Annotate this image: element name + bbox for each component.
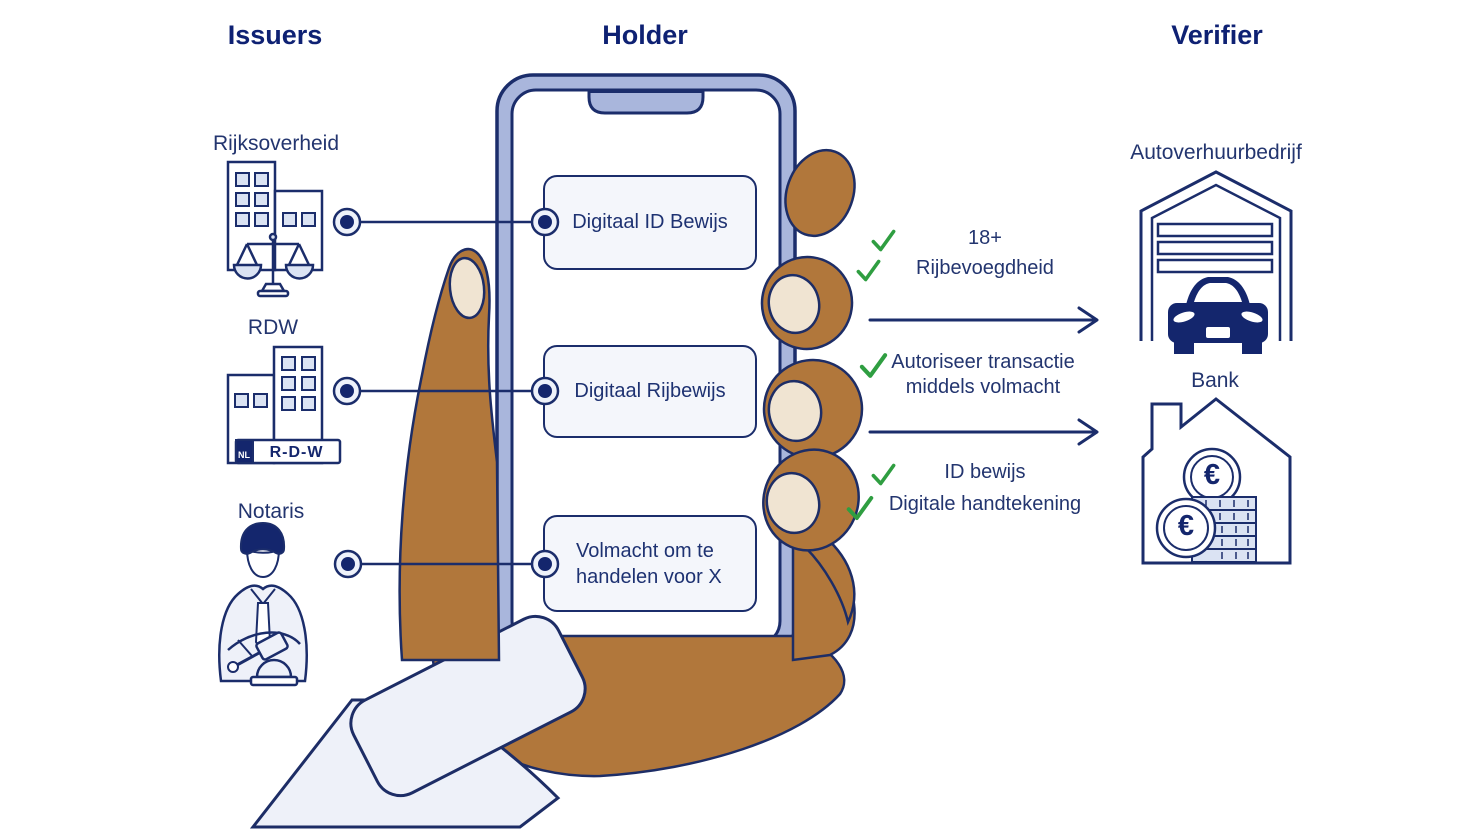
verifier-label-autoverhuurbedrijf: Autoverhuurbedrijf [1130, 141, 1302, 164]
claim-label: Digitale handtekening [888, 493, 1082, 515]
column-header-holder: Holder [602, 20, 688, 50]
verifier-label-bank: Bank [1191, 369, 1239, 392]
claim-label: Autoriseer transactie middels volmacht [891, 351, 1075, 398]
notary-person-gavel-icon [218, 521, 308, 687]
claim-autoriseer-transactie: Autoriseer transactie middels volmacht [858, 350, 1108, 400]
column-header-verifier: Verifier [1171, 20, 1263, 50]
thumbnail [448, 256, 486, 320]
claim-digitale-handtekening: Digitale handtekening [845, 493, 1125, 520]
issuer-label-rdw: RDW [247, 316, 299, 339]
check-icon [856, 259, 881, 282]
euro-symbol: € [1177, 510, 1195, 543]
rdw-building-icon [226, 345, 342, 465]
claim-label: ID bewijs [944, 461, 1026, 483]
claim-label: Rijbevoegdheid [916, 257, 1054, 279]
check-icon [871, 229, 896, 252]
wallet-card-digitaal-id-bewijs: Digitaal ID Bewijs [543, 175, 757, 270]
coin-stack-icon [1191, 496, 1257, 563]
government-building-scales-icon [226, 160, 324, 298]
thumb [398, 247, 501, 662]
claim-label: 18+ [968, 227, 1002, 249]
bank-house-coins-icon [1141, 397, 1292, 565]
fingernail [767, 273, 821, 335]
claim-rijbevoegdheid: Rijbevoegdheid [855, 257, 1115, 282]
license-plate-text: R-D-W [269, 444, 324, 461]
finger-tail [804, 534, 856, 626]
euro-coin-icon [1182, 447, 1242, 507]
claim-18plus: 18+ [870, 227, 1100, 252]
check-icon [846, 496, 874, 520]
card-label: Digitaal Rijbewijs [574, 380, 726, 402]
claim-id-bewijs: ID bewijs [870, 461, 1100, 486]
license-plate-country: NL [238, 450, 250, 460]
column-header-issuers: Issuers [227, 20, 323, 50]
arrow-right-icon [868, 306, 1099, 334]
car-icon [1168, 277, 1268, 354]
fingernail [765, 471, 821, 535]
scales-of-justice-icon [232, 232, 315, 298]
issuer-label-notaris: Notaris [237, 500, 305, 523]
gavel-icon [227, 631, 299, 687]
arrow-right-icon [868, 418, 1099, 446]
wallet-card-digitaal-rijbewijs: Digitaal Rijbewijs [543, 345, 757, 438]
phone-notch [587, 90, 705, 115]
license-plate-icon [234, 438, 342, 465]
finger [784, 148, 856, 238]
presentation-arrows [868, 306, 1099, 446]
euro-coin-icon [1155, 497, 1217, 559]
fingernail [767, 379, 823, 443]
car-rental-garage-icon [1139, 170, 1293, 354]
check-icon [859, 353, 888, 378]
card-label: Digitaal ID Bewijs [572, 211, 728, 233]
wallet-card-volmacht: Volmacht om te handelen voor X [543, 515, 757, 612]
card-label: Volmacht om te handelen voor X [576, 539, 722, 588]
issuer-label-rijksoverheid: Rijksoverheid [212, 132, 340, 155]
check-icon [871, 463, 896, 486]
holder-hand [249, 148, 864, 829]
euro-symbol: € [1203, 459, 1221, 492]
